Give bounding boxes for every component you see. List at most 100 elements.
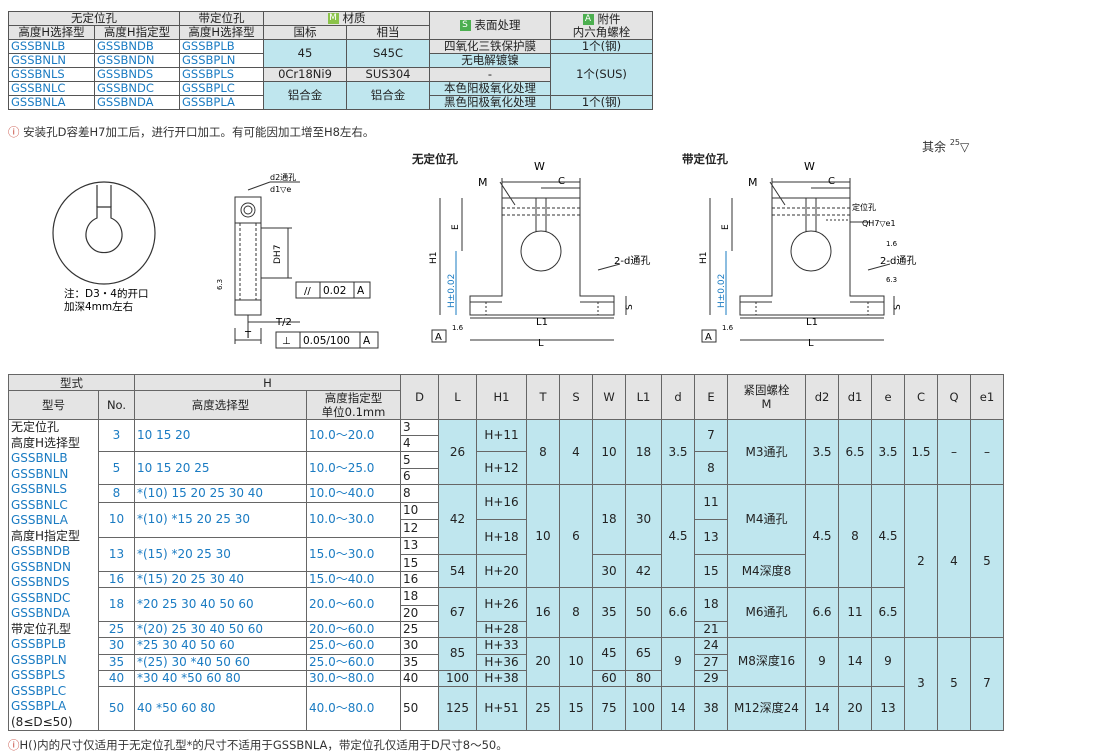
l1-cell: 30	[625, 484, 662, 555]
dim-h1-2: H1	[699, 252, 709, 265]
rough-16: 1.6	[452, 324, 464, 332]
hsel-cell: 40 *50 60 80	[134, 686, 307, 731]
no-cell: 3	[98, 419, 135, 452]
surf-cell: 本色阳极氧化处理	[429, 81, 551, 96]
dd-cell: 9	[661, 636, 695, 688]
d1-cell: 6.5	[838, 418, 872, 486]
d2-cell: 3.5	[805, 418, 839, 486]
no-cell: 16	[98, 571, 135, 589]
header-fixed: 带定位孔	[179, 11, 264, 26]
hsel-cell: *(15) *20 25 30	[134, 536, 307, 573]
ee-cell: 9	[871, 636, 905, 688]
hspec-cell: 10.0～40.0	[306, 484, 401, 503]
hsel-cell: *(10) 15 20 25 30 40	[134, 484, 307, 503]
d-cell: 3	[400, 419, 439, 436]
no-cell: 5	[98, 450, 135, 486]
dim-h: H±0.02	[447, 274, 457, 308]
surface-badge: S	[459, 20, 471, 31]
w-cell: 60	[592, 670, 626, 687]
dim-s: S	[625, 304, 635, 310]
t-cell: 10	[526, 484, 560, 589]
h1-cell: H+12	[476, 450, 527, 486]
sub-h-select-2: 高度H选择型	[179, 25, 264, 40]
tol-perp: 0.05/100	[303, 335, 350, 347]
t-cell: 8	[526, 418, 560, 486]
header-unfixed: 无定位孔	[8, 11, 180, 26]
hsel-cell: *(10) *15 20 25 30	[134, 501, 307, 538]
hdr-t: T	[526, 374, 560, 420]
model-cell: GSSBNLS	[8, 67, 95, 82]
hdr-hsel: 高度选择型	[134, 390, 307, 420]
sub-std: 国标	[263, 25, 347, 40]
side-d1: d1▽e	[270, 185, 291, 194]
h1-cell: H+38	[476, 670, 527, 687]
mat-eq: SUS304	[346, 67, 430, 82]
e-cell: 38	[694, 686, 728, 731]
hdr-model: 型号	[8, 390, 99, 420]
hsel-cell: *(25) 30 *40 50 60	[134, 654, 307, 671]
side-dh7: DH7	[273, 245, 283, 264]
hspec-cell: 15.0～30.0	[306, 536, 401, 573]
d-cell: 10	[400, 501, 439, 521]
s-cell: 4	[559, 418, 593, 486]
circle-detail: 注：D3・4的开口 加深4mm左右	[52, 181, 156, 313]
dim-2d-2: 2-d通孔	[880, 255, 916, 267]
d-cell: 8	[400, 484, 439, 503]
dim-w-2: W	[804, 160, 815, 173]
c-cell: 3	[904, 636, 938, 732]
hdr-l1: L1	[625, 374, 662, 420]
d-cell: 20	[400, 604, 439, 622]
bolt-cell: M4通孔	[727, 484, 806, 555]
t-cell: 16	[526, 587, 560, 638]
side-t2: T/2	[275, 317, 292, 328]
install-note: ⓘ 安装孔D容差H7加工后，进行开口加工。有可能因加工增至H8左右。	[8, 125, 375, 139]
surf-cell: 四氧化三铁保护膜	[429, 39, 551, 54]
surf-cell: 黑色阳极氧化处理	[429, 95, 551, 110]
e-cell: 8	[694, 450, 728, 486]
e1-cell: –	[970, 418, 1004, 486]
mat-eq: 铝合金	[346, 81, 430, 110]
sub-eq: 相当	[346, 25, 430, 40]
no-cell: 30	[98, 636, 135, 656]
d-cell: 4	[400, 435, 439, 452]
model-cell: GSSBPLN	[179, 53, 264, 68]
d-cell: 15	[400, 553, 439, 573]
model-cell: GSSBPLA	[179, 95, 264, 110]
e-cell: 27	[694, 654, 728, 671]
acc-cell: 1个(SUS)	[550, 53, 653, 96]
ee-cell: 3.5	[871, 418, 905, 486]
model-cell: GSSBNLA	[8, 95, 95, 110]
d-cell: 5	[400, 450, 439, 470]
side-d2: d2通孔	[270, 172, 296, 182]
l-cell: 67	[438, 587, 477, 638]
pin-rough-63: 6.3	[886, 276, 897, 284]
d-cell: 50	[400, 686, 439, 731]
w-cell: 18	[592, 484, 626, 555]
dim-w: W	[534, 160, 545, 173]
hspec-cell: 15.0～40.0	[306, 571, 401, 589]
perp-icon: ⊥	[282, 336, 291, 347]
model-cell: GSSBPLB	[179, 39, 264, 54]
hdr-w: W	[592, 374, 626, 420]
model-cell: GSSBNLN	[8, 53, 95, 68]
model-cell: GSSBNDN	[94, 53, 180, 68]
hsel-cell: *(15) 20 25 30 40	[134, 571, 307, 589]
tol-ref-2: A	[363, 335, 371, 347]
circle-note-2: 加深4mm左右	[64, 300, 133, 313]
hspec-cell: 30.0～80.0	[306, 670, 401, 687]
d-cell: 25	[400, 620, 439, 638]
warning-icon: ⓘ	[8, 125, 20, 139]
d1-cell: 11	[838, 587, 872, 638]
dim-l-2: L	[808, 338, 814, 349]
model-cell: GSSBPLS	[179, 67, 264, 82]
hspec-cell: 40.0～80.0	[306, 686, 401, 731]
no-cell: 25	[98, 620, 135, 638]
e1-cell: 5	[970, 484, 1004, 638]
l1-cell: 50	[625, 587, 662, 638]
c-cell: 2	[904, 484, 938, 638]
hspec-cell: 10.0～20.0	[306, 419, 401, 452]
sub-h-select: 高度H选择型	[8, 25, 95, 40]
